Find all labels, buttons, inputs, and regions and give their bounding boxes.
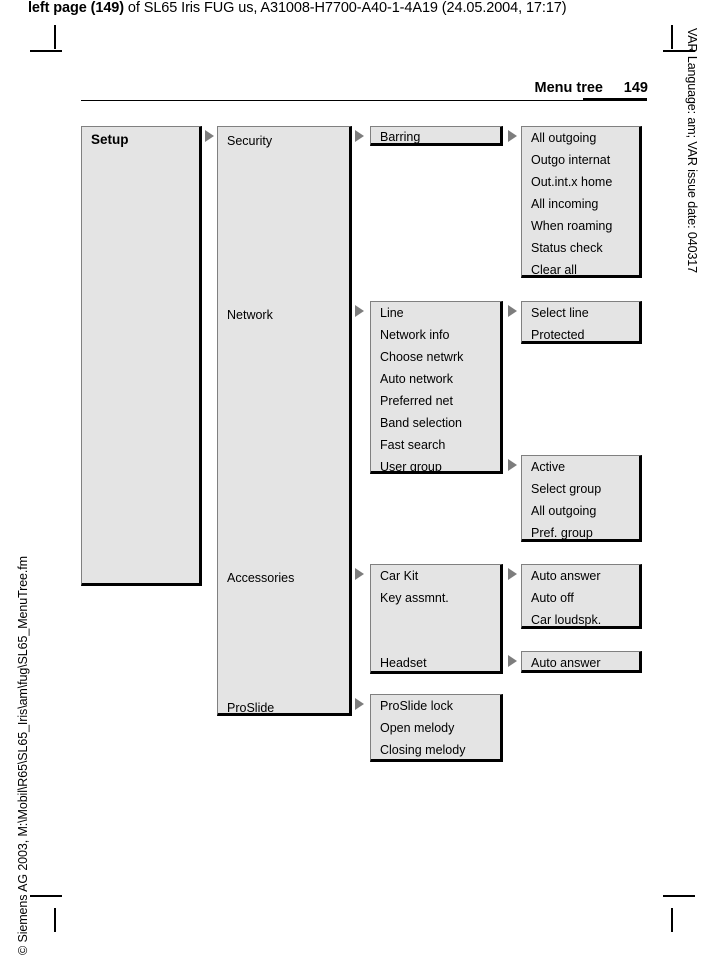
menu-item-all-outgoing-group[interactable]: All outgoing: [531, 504, 597, 518]
menu-item-proslide[interactable]: ProSlide: [227, 701, 275, 715]
menu-item-pref-group[interactable]: Pref. group: [531, 526, 593, 540]
crop-mark-bottom-right-vertical: [671, 908, 673, 932]
menu-item-security[interactable]: Security: [227, 134, 273, 148]
menu-box-setup[interactable]: Setup: [81, 126, 202, 586]
menu-item-select-line[interactable]: Select line: [531, 306, 589, 320]
running-head-bold: left page (149): [28, 0, 124, 16]
menu-item-setup[interactable]: Setup: [91, 132, 129, 147]
menu-item-all-outgoing[interactable]: All outgoing: [531, 131, 597, 145]
var-language-side-note: VAR Language: am; VAR issue date: 040317: [685, 28, 699, 274]
menu-item-closing-melody[interactable]: Closing melody: [380, 743, 466, 757]
menu-item-accessories[interactable]: Accessories: [227, 571, 295, 585]
menu-item-out-int-x-home[interactable]: Out.int.x home: [531, 175, 613, 189]
menu-box-security-sub[interactable]: Barring: [370, 126, 503, 146]
chevron-right-icon-accessories: [355, 568, 364, 580]
crop-mark-top-right-vertical: [671, 25, 673, 49]
menu-item-outgo-internat[interactable]: Outgo internat: [531, 153, 611, 167]
menu-item-band-selection[interactable]: Band selection: [380, 416, 463, 430]
crop-mark-top-left-horizontal: [30, 50, 62, 52]
copyright-side-note: © Siemens AG 2003, M:\Mobil\R65\SL65_Iri…: [16, 556, 30, 955]
chevron-right-icon-network: [355, 305, 364, 317]
menu-item-auto-network[interactable]: Auto network: [380, 372, 453, 386]
menu-box-usergroup-sub[interactable]: Active Select group All outgoing Pref. g…: [521, 455, 642, 542]
page-title: Menu tree: [534, 80, 604, 96]
menu-box-level2[interactable]: Security Network Accessories ProSlide: [217, 126, 352, 716]
menu-item-status-check[interactable]: Status check: [531, 241, 603, 255]
crop-mark-bottom-left-horizontal: [30, 895, 62, 897]
menu-item-auto-answer-headset[interactable]: Auto answer: [531, 656, 601, 670]
menu-box-line-sub[interactable]: Select line Protected: [521, 301, 642, 344]
menu-item-select-group[interactable]: Select group: [531, 482, 602, 496]
chevron-right-icon-barring: [508, 130, 517, 142]
menu-item-auto-off[interactable]: Auto off: [531, 591, 574, 605]
chevron-right-icon-setup: [205, 130, 214, 142]
menu-item-when-roaming[interactable]: When roaming: [531, 219, 613, 233]
chevron-right-icon-proslide: [355, 698, 364, 710]
menu-item-car-kit[interactable]: Car Kit: [380, 569, 419, 583]
menu-item-line[interactable]: Line: [380, 306, 404, 320]
crop-mark-top-right-horizontal: [663, 50, 695, 52]
menu-box-accessories-sub[interactable]: Car Kit Key assmnt. Headset: [370, 564, 503, 674]
chevron-right-icon-headset: [508, 655, 517, 667]
menu-item-key-assmnt[interactable]: Key assmnt.: [380, 591, 449, 605]
chevron-right-icon-line: [508, 305, 517, 317]
menu-item-network-info[interactable]: Network info: [380, 328, 450, 342]
menu-box-barring-sub[interactable]: All outgoing Outgo internat Out.int.x ho…: [521, 126, 642, 278]
crop-mark-bottom-right-horizontal: [663, 895, 695, 897]
menu-item-fast-search[interactable]: Fast search: [380, 438, 446, 452]
menu-item-all-incoming[interactable]: All incoming: [531, 197, 599, 211]
crop-mark-bottom-left-vertical: [54, 908, 56, 932]
running-head-rest: of SL65 Iris FUG us, A31008-H7700-A40-1-…: [124, 0, 567, 16]
menu-item-auto-answer-carkit[interactable]: Auto answer: [531, 569, 601, 583]
menu-box-carkit-sub[interactable]: Auto answer Auto off Car loudspk.: [521, 564, 642, 629]
crop-mark-top-left-vertical: [54, 25, 56, 49]
chevron-right-icon-car-kit: [508, 568, 517, 580]
header-rule-thick: [583, 98, 647, 101]
menu-item-choose-netwrk[interactable]: Choose netwrk: [380, 350, 464, 364]
menu-item-protected[interactable]: Protected: [531, 328, 585, 342]
running-head: left page (149) of SL65 Iris FUG us, A31…: [28, 0, 567, 16]
menu-box-proslide-sub[interactable]: ProSlide lock Open melody Closing melody: [370, 694, 503, 762]
menu-item-car-loudspk[interactable]: Car loudspk.: [531, 613, 602, 627]
menu-item-proslide-lock[interactable]: ProSlide lock: [380, 699, 453, 713]
chevron-right-icon-user-group: [508, 459, 517, 471]
menu-item-open-melody[interactable]: Open melody: [380, 721, 455, 735]
header-rule-thin: [81, 100, 583, 101]
menu-item-headset[interactable]: Headset: [380, 656, 427, 670]
menu-item-user-group[interactable]: User group: [380, 460, 442, 474]
menu-box-network-sub[interactable]: Line Network info Choose netwrk Auto net…: [370, 301, 503, 474]
menu-item-clear-all[interactable]: Clear all: [531, 263, 577, 277]
page-number: 149: [623, 80, 648, 96]
menu-box-headset-sub[interactable]: Auto answer: [521, 651, 642, 673]
menu-item-active[interactable]: Active: [531, 460, 566, 474]
chevron-right-icon-security: [355, 130, 364, 142]
menu-item-preferred-net[interactable]: Preferred net: [380, 394, 453, 408]
menu-item-barring[interactable]: Barring: [380, 130, 421, 144]
menu-item-network[interactable]: Network: [227, 308, 273, 322]
